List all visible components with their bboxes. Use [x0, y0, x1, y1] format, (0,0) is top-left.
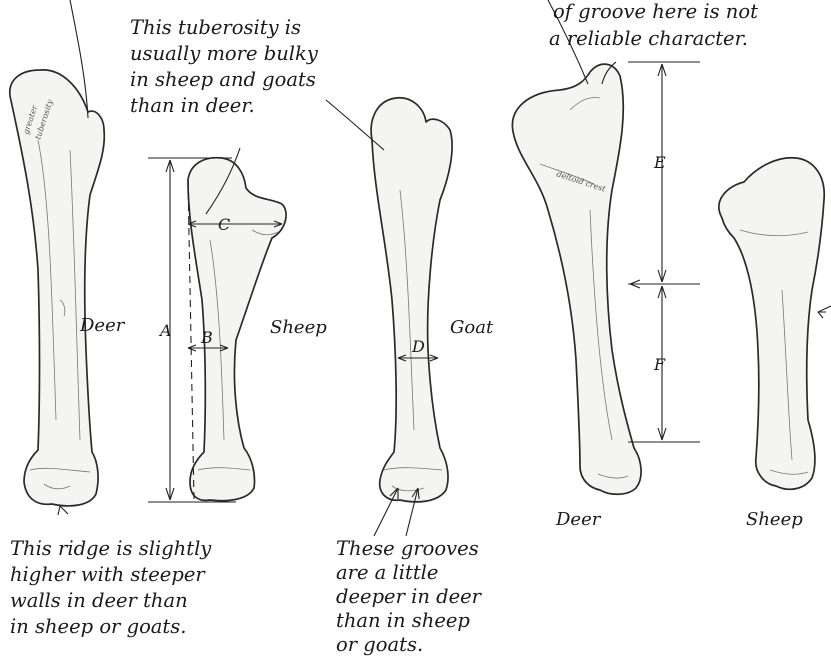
annotation-ridge-line-1: This ridge is slightly [10, 537, 212, 560]
annotation-tuberosity: This tuberosity is usually more bulky in… [130, 16, 319, 117]
label-sheep-lateral: Sheep [746, 509, 803, 530]
annotation-ridge-line-2: higher with steeper [10, 563, 206, 586]
dimension-label-c: C [218, 215, 230, 234]
annotation-grooves: These grooves are a little deeper in dee… [336, 537, 483, 656]
annotation-grooves-line-2: are a little [336, 561, 438, 584]
dimensions-e-f [628, 62, 700, 442]
annotation-tuberosity-line-4: than in deer. [130, 94, 255, 117]
annotation-tuberosity-line-2: usually more bulky [130, 42, 319, 65]
goat-anterior-humerus [371, 98, 452, 502]
annotation-ridge-line-3: walls in deer than [10, 589, 188, 612]
dimension-label-b: B [200, 328, 213, 347]
label-deer-anterior: Deer [79, 315, 126, 336]
annotation-grooves-line-1: These grooves [336, 537, 479, 560]
annotation-top-right-line-1: of groove here is not [553, 0, 758, 23]
deer-anterior-humerus [10, 70, 105, 506]
annotation-ridge: This ridge is slightly higher with steep… [10, 537, 212, 638]
ridge-pointer [58, 506, 68, 515]
dimension-label-a: A [158, 321, 172, 340]
dimension-label-e: E [653, 153, 666, 172]
sheep-arrow [818, 306, 831, 318]
annotation-top-right-line-2: a reliable character. [549, 27, 748, 50]
dimension-label-d: D [411, 337, 425, 356]
dimension-label-f: F [653, 355, 666, 374]
annotation-tuberosity-line-1: This tuberosity is [130, 16, 301, 39]
annotation-grooves-line-3: deeper in deer [336, 585, 483, 608]
annotation-grooves-line-4: than in sheep [336, 609, 470, 632]
deer-lateral-humerus [512, 64, 641, 494]
annotation-tuberosity-line-3: in sheep and goats [130, 68, 316, 91]
annotation-grooves-line-5: or goats. [336, 633, 423, 656]
label-sheep-anterior: Sheep [270, 317, 327, 338]
annotation-top-right: of groove here is not a reliable charact… [549, 0, 758, 50]
label-deer-lateral: Deer [555, 509, 602, 530]
label-goat-anterior: Goat [450, 317, 494, 338]
sheep-lateral-humerus [719, 158, 824, 489]
annotation-ridge-line-4: in sheep or goats. [10, 615, 186, 638]
